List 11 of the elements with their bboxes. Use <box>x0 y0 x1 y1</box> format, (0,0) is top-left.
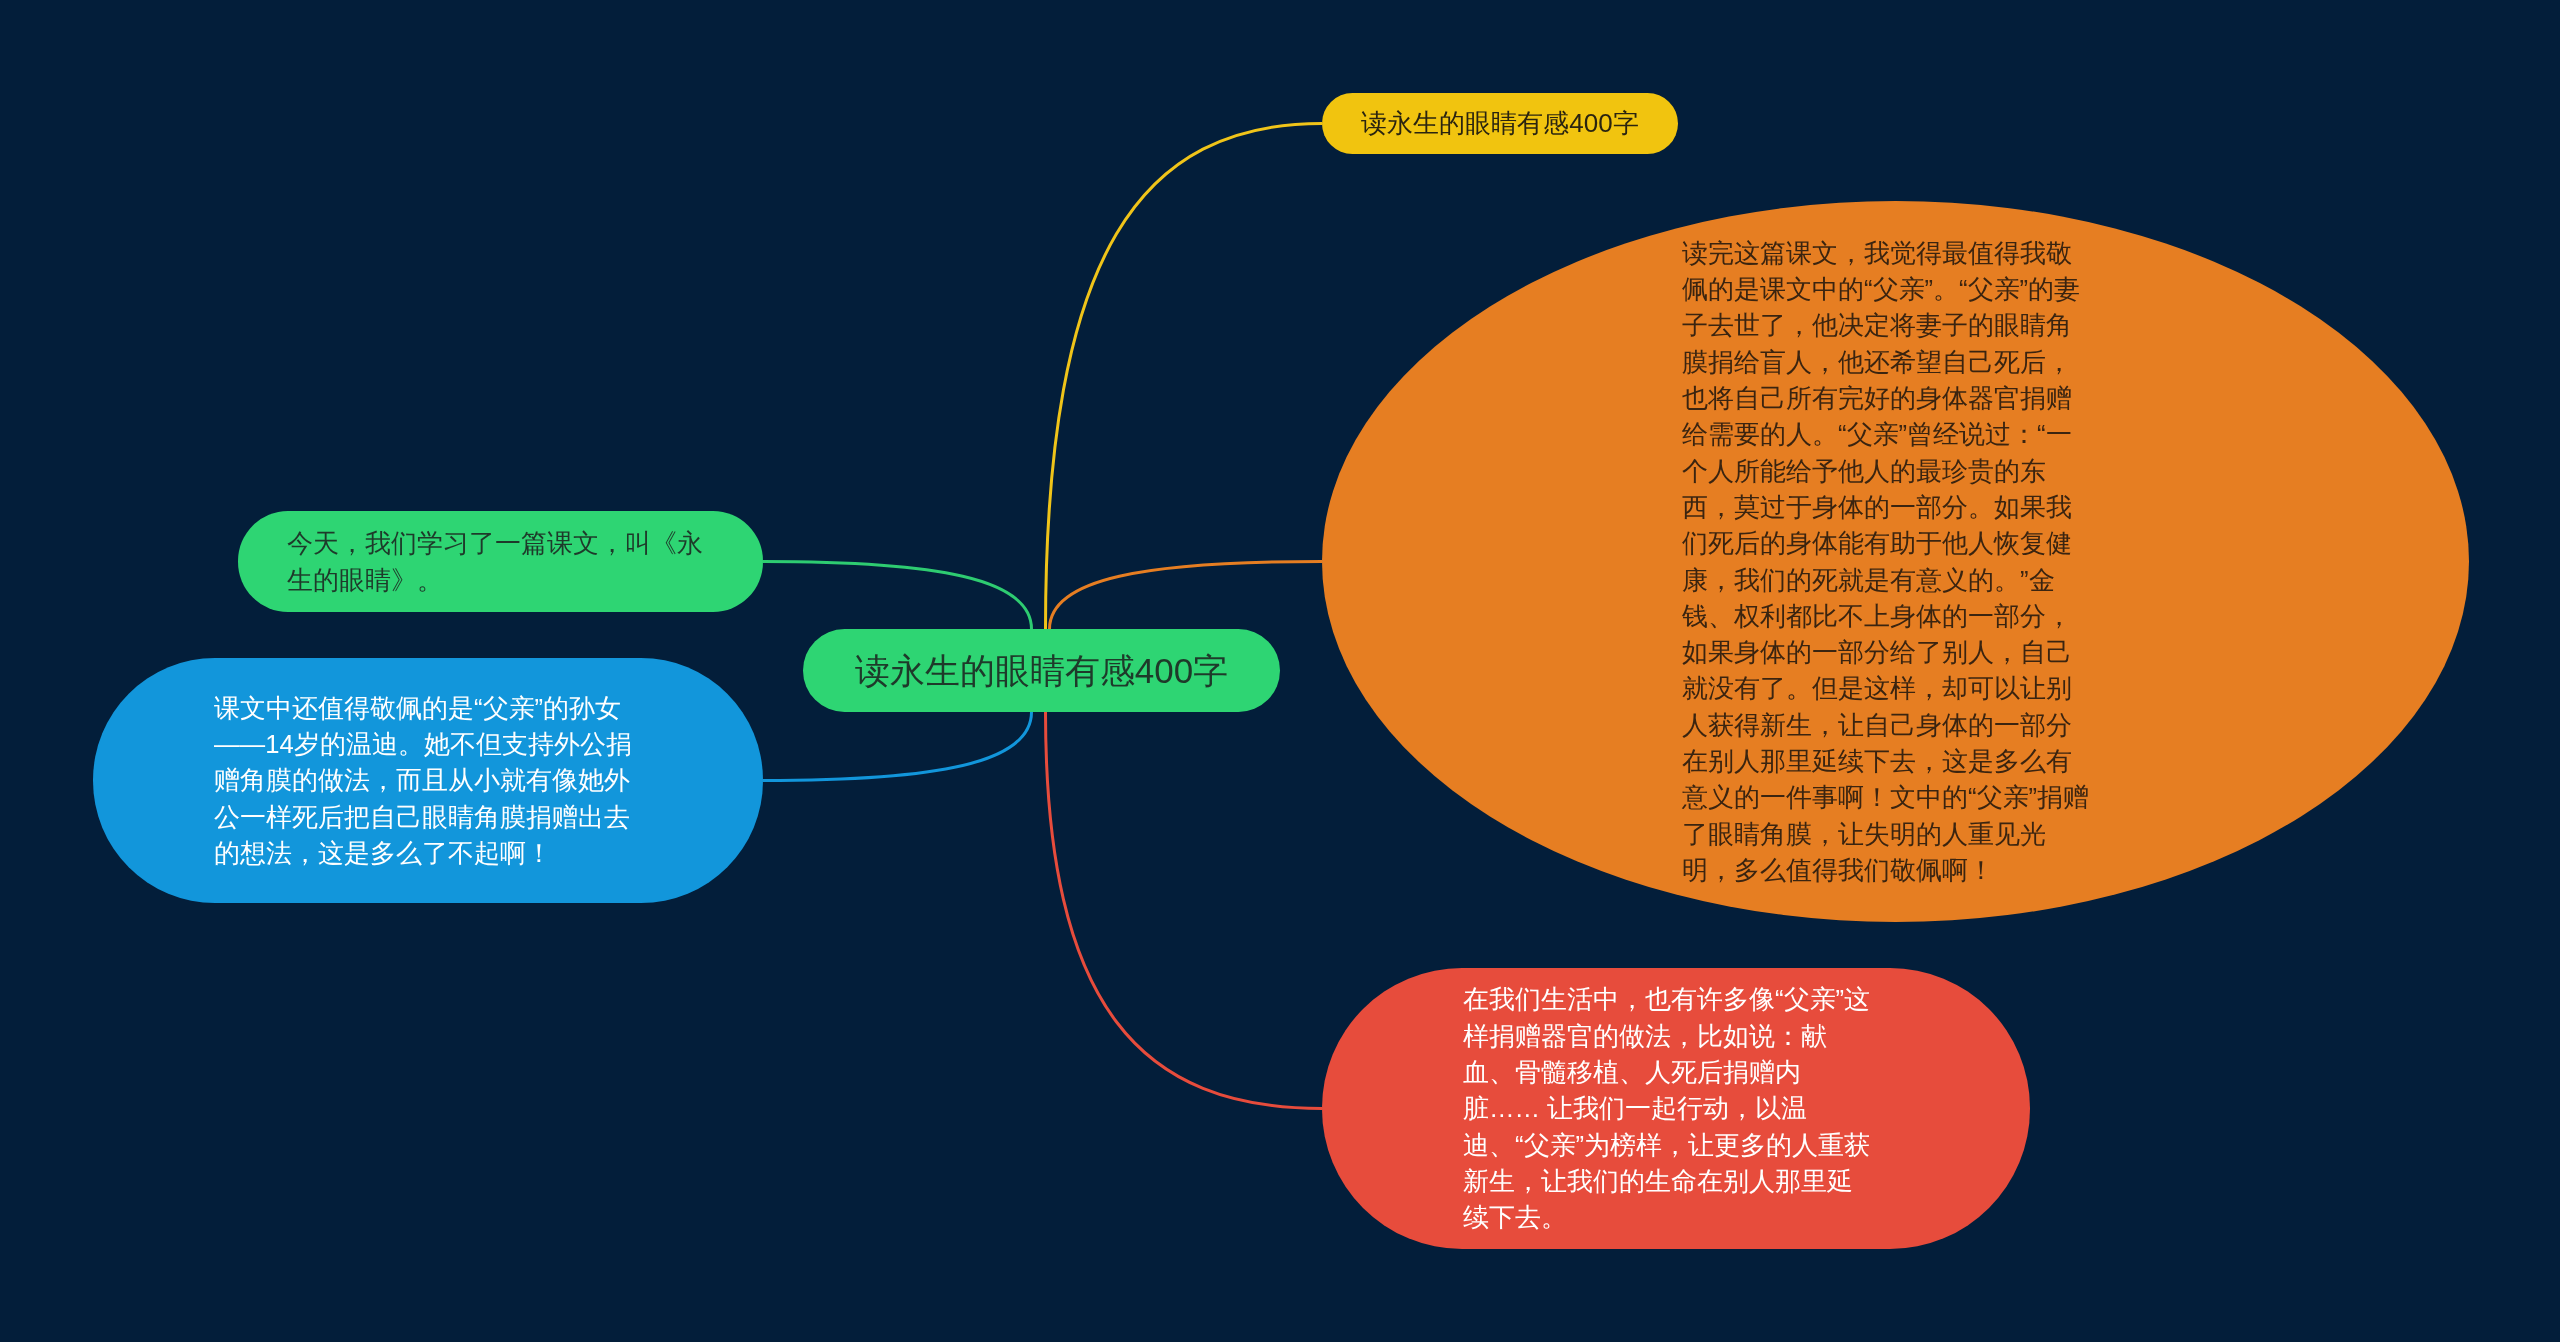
connector <box>763 711 1033 782</box>
connector <box>1044 122 1323 630</box>
topic-bubble: 读完这篇课文，我觉得最值得我敬佩的是课文中的“父亲”。“父亲”的妻子去世了，他决定将妻子的眼睛角膜捐给盲人，他还希望自己死后，也将自己所有完好的身体器官捐赠给需要的人。“父亲”曾经说过：“一个人所能给予他人的最珍贵的东西，莫过于身体的一部分。如果我们死后的身体能有助于他人恢复健康，我们的死就是有意义的。”金钱、权利都比不上身体的一部分，如果身体的一部分给了别人，自己就没有了。但是这样，却可以让别人获得新生，让自己身体的一部分在别人那里延续下去，这是多么有意义的一件事啊！文中的“父亲”捐赠了眼睛角膜，让失明的人重见光明，多么值得我们敬佩啊！ <box>1322 201 2469 922</box>
connector <box>763 560 1033 630</box>
topic-bubble: 今天，我们学习了一篇课文，叫《永生的眼睛》。 <box>238 511 763 612</box>
topic-bubble: 读永生的眼睛有感400字 <box>1322 93 1678 154</box>
topic-bubble: 在我们生活中，也有许多像“父亲”这样捐赠器官的做法，比如说：献血、骨髓移植、人死后捐赠内脏…… 让我们一起行动，以温迪、“父亲”为榜样，让更多的人重获新生，让我们的生命在别人那里延续下去。 <box>1322 968 2030 1249</box>
topic-bubble: 课文中还值得敬佩的是“父亲”的孙女——14岁的温迪。她不但支持外公捐赠角膜的做法，而且从小就有像她外公一样死后把自己眼睛角膜捐赠出去的想法，这是多么了不起啊！ <box>93 658 763 903</box>
connector <box>1044 711 1323 1110</box>
central-topic: 读永生的眼睛有感400字 <box>803 629 1280 712</box>
connector <box>1048 560 1322 630</box>
